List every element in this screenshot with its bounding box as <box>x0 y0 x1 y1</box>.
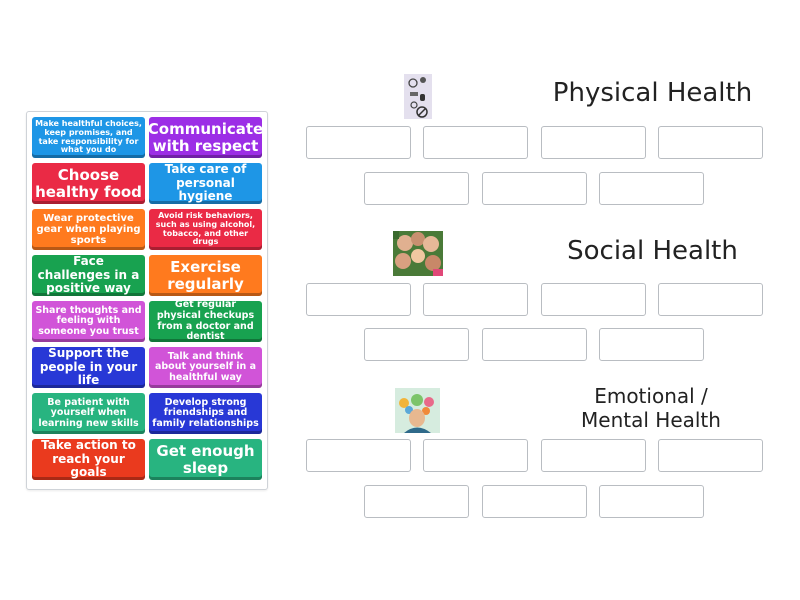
drop-slot[interactable] <box>599 172 704 205</box>
drop-slot[interactable] <box>364 172 469 205</box>
drop-slot[interactable] <box>541 126 646 159</box>
drop-slot[interactable] <box>423 126 528 159</box>
card-5[interactable]: Avoid risk behaviors, such as using alco… <box>149 209 262 250</box>
group-title-emotional: Emotional / Mental Health <box>581 384 721 432</box>
drop-slot[interactable] <box>482 485 587 518</box>
physical-health-image <box>404 74 432 119</box>
drop-slot[interactable] <box>423 439 528 472</box>
card-8[interactable]: Share thoughts and feeling with someone … <box>32 301 145 342</box>
drop-slot[interactable] <box>541 283 646 316</box>
emotional-health-image <box>395 388 440 433</box>
drop-slot[interactable] <box>599 485 704 518</box>
social-health-image <box>393 231 443 276</box>
drop-slot[interactable] <box>423 283 528 316</box>
card-15[interactable]: Get enough sleep <box>149 439 262 480</box>
card-2[interactable]: Choose healthy food <box>32 163 145 204</box>
card-7[interactable]: Exercise regularly <box>149 255 262 296</box>
drop-slot[interactable] <box>658 439 763 472</box>
card-10[interactable]: Support the people in your life <box>32 347 145 388</box>
drop-slot[interactable] <box>658 283 763 316</box>
card-4[interactable]: Wear protective gear when playing sports <box>32 209 145 250</box>
drop-slot[interactable] <box>482 328 587 361</box>
card-14[interactable]: Take action to reach your goals <box>32 439 145 480</box>
drop-slot[interactable] <box>364 485 469 518</box>
drop-slot[interactable] <box>482 172 587 205</box>
card-6[interactable]: Face challenges in a positive way <box>32 255 145 296</box>
card-11[interactable]: Talk and think about yourself in a healt… <box>149 347 262 388</box>
card-tray: Make healthful choices, keep promises, a… <box>26 111 268 490</box>
card-13[interactable]: Develop strong friendships and family re… <box>149 393 262 434</box>
card-9[interactable]: Get regular physical checkups from a doc… <box>149 299 262 342</box>
drop-slot[interactable] <box>306 439 411 472</box>
card-1[interactable]: Communicate with respect <box>148 117 263 158</box>
card-0[interactable]: Make healthful choices, keep promises, a… <box>32 117 145 158</box>
drop-slot[interactable] <box>364 328 469 361</box>
drop-slot[interactable] <box>306 283 411 316</box>
group-title-social: Social Health <box>567 236 738 266</box>
drop-slot[interactable] <box>658 126 763 159</box>
group-title-physical: Physical Health <box>552 78 753 108</box>
drop-slot[interactable] <box>541 439 646 472</box>
card-3[interactable]: Take care of personal hygiene <box>149 163 262 204</box>
card-12[interactable]: Be patient with yourself when learning n… <box>32 393 145 434</box>
drop-slot[interactable] <box>599 328 704 361</box>
drop-slot[interactable] <box>306 126 411 159</box>
